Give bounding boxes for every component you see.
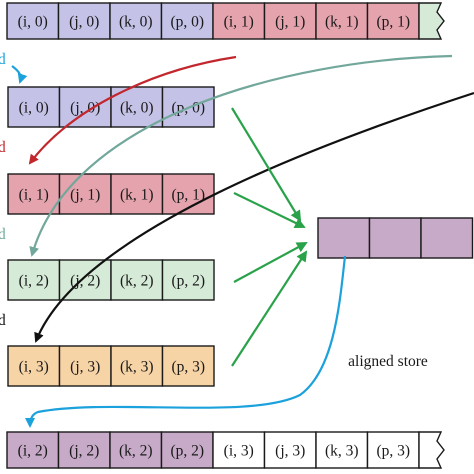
top-row-cell: (p, 1)	[366, 2, 420, 40]
register-cell: (p, 3)	[161, 345, 215, 387]
cell-label: (k, 2)	[120, 273, 154, 290]
cell-label: (j, 3)	[70, 359, 100, 376]
top-row-cell: (i, 0)	[6, 2, 60, 40]
cyan-load-arrow	[11, 65, 28, 84]
register-cell: (j, 1)	[58, 173, 112, 215]
top-row-cell: (k, 0)	[109, 2, 163, 40]
cell-label: (j, 0)	[70, 100, 100, 117]
top-row-cell: (j, 0)	[57, 2, 111, 40]
register-cell: (k, 1)	[110, 173, 164, 215]
teal-load-arrow	[29, 54, 453, 257]
edge-marks: d d d d	[0, 51, 6, 329]
register-cell: (p, 2)	[161, 259, 215, 301]
cell-label: (p, 0)	[170, 14, 204, 31]
bottom-row-cell: (i, 3)	[212, 431, 266, 469]
cell-label: (i, 0)	[18, 14, 48, 31]
cell-label: (k, 1)	[325, 14, 359, 31]
cell-label: (j, 2)	[70, 273, 100, 290]
edge-mark-black: d	[0, 312, 6, 329]
bottom-row-cell: (j, 2)	[57, 431, 111, 469]
cell-label: (p, 1)	[376, 14, 410, 31]
bottom-row-cell: (p, 3)	[366, 431, 420, 469]
bottom-row-cell: (k, 2)	[109, 431, 163, 469]
edge-mark-red: d	[0, 139, 6, 156]
cell-label: (i, 2)	[19, 273, 49, 290]
top-row-cell: (j, 1)	[263, 2, 317, 40]
cell-label: (j, 2)	[69, 443, 99, 460]
cell-label: (p, 1)	[171, 187, 205, 204]
cell-label: (p, 3)	[171, 359, 205, 376]
register-cell: (i, 2)	[7, 259, 61, 301]
register-cell: (i, 3)	[7, 345, 61, 387]
register-row: (i, 3) (j, 3) (k, 3) (p, 3)	[7, 345, 215, 387]
cell-label: (p, 2)	[171, 273, 205, 290]
edge-mark-teal: d	[0, 226, 6, 243]
cell-label: (k, 3)	[325, 443, 359, 460]
store-slot	[420, 217, 474, 259]
aligned-store-label: aligned store	[348, 353, 428, 370]
top-memory-row: (i, 0) (j, 0) (k, 0) (p, 0) (i, 1) (j, 1) (k, …	[6, 2, 445, 40]
red-load-arrow	[28, 55, 237, 165]
top-row-cell: (k, 1)	[315, 2, 369, 40]
bottom-row-cell: (j, 3)	[263, 431, 317, 469]
cell-label: (i, 0)	[19, 100, 49, 117]
bottom-row-cell: (p, 2)	[160, 431, 214, 469]
register-row: (i, 2) (j, 2) (k, 2) (p, 2)	[7, 259, 215, 301]
cyan-store-arrow	[25, 255, 347, 428]
register-cell: (j, 3)	[58, 345, 112, 387]
cell-label: (k, 3)	[120, 359, 154, 376]
top-row-torn-tail	[418, 2, 445, 40]
green-arrow-1	[231, 107, 302, 222]
cell-label: (i, 3)	[19, 359, 49, 376]
store-slot	[317, 217, 371, 259]
cell-label: (i, 1)	[224, 14, 254, 31]
cell-label: (p, 3)	[376, 443, 410, 460]
cell-label: (p, 2)	[170, 443, 204, 460]
green-arrow-3	[233, 242, 308, 283]
cell-label: (k, 2)	[119, 443, 153, 460]
black-load-arrow	[34, 91, 474, 343]
register-cell: (k, 3)	[110, 345, 164, 387]
bottom-row-torn-tail	[418, 431, 445, 469]
register-cell: (k, 2)	[110, 259, 164, 301]
bottom-row-cell: (i, 2)	[6, 431, 60, 469]
cell-label: (j, 1)	[275, 14, 305, 31]
arrows	[11, 54, 474, 428]
aligned-store-buffer	[317, 217, 474, 259]
bottom-row-cell: (k, 3)	[315, 431, 369, 469]
register-cell: (i, 0)	[7, 86, 61, 128]
cell-label: (k, 1)	[120, 187, 154, 204]
cell-label: (j, 1)	[70, 187, 100, 204]
cell-label: (i, 2)	[18, 443, 48, 460]
store-slot	[368, 217, 422, 259]
cell-label: (j, 3)	[275, 443, 305, 460]
cell-label: (k, 0)	[120, 100, 154, 117]
register-row: (i, 1) (j, 1) (k, 1) (p, 1)	[7, 173, 215, 215]
bottom-memory-row: (i, 2) (j, 2) (k, 2) (p, 2) (i, 3) (j, 3) (k, …	[6, 431, 445, 469]
register-cell: (j, 2)	[58, 259, 112, 301]
register-cell: (i, 1)	[7, 173, 61, 215]
register-cell: (j, 0)	[58, 86, 112, 128]
cell-label: (j, 0)	[69, 14, 99, 31]
top-row-cell: (p, 0)	[160, 2, 214, 40]
top-row-cell: (i, 1)	[212, 2, 266, 40]
edge-mark-cyan: d	[0, 51, 6, 68]
cell-label: (i, 3)	[224, 443, 254, 460]
register-row: (i, 0)(j, 0)(k, 0)(p, 0)	[7, 86, 215, 128]
cell-label: (k, 0)	[119, 14, 153, 31]
green-arrow-2	[233, 192, 306, 229]
green-arrow-4	[231, 250, 308, 367]
cell-label: (i, 1)	[19, 187, 49, 204]
